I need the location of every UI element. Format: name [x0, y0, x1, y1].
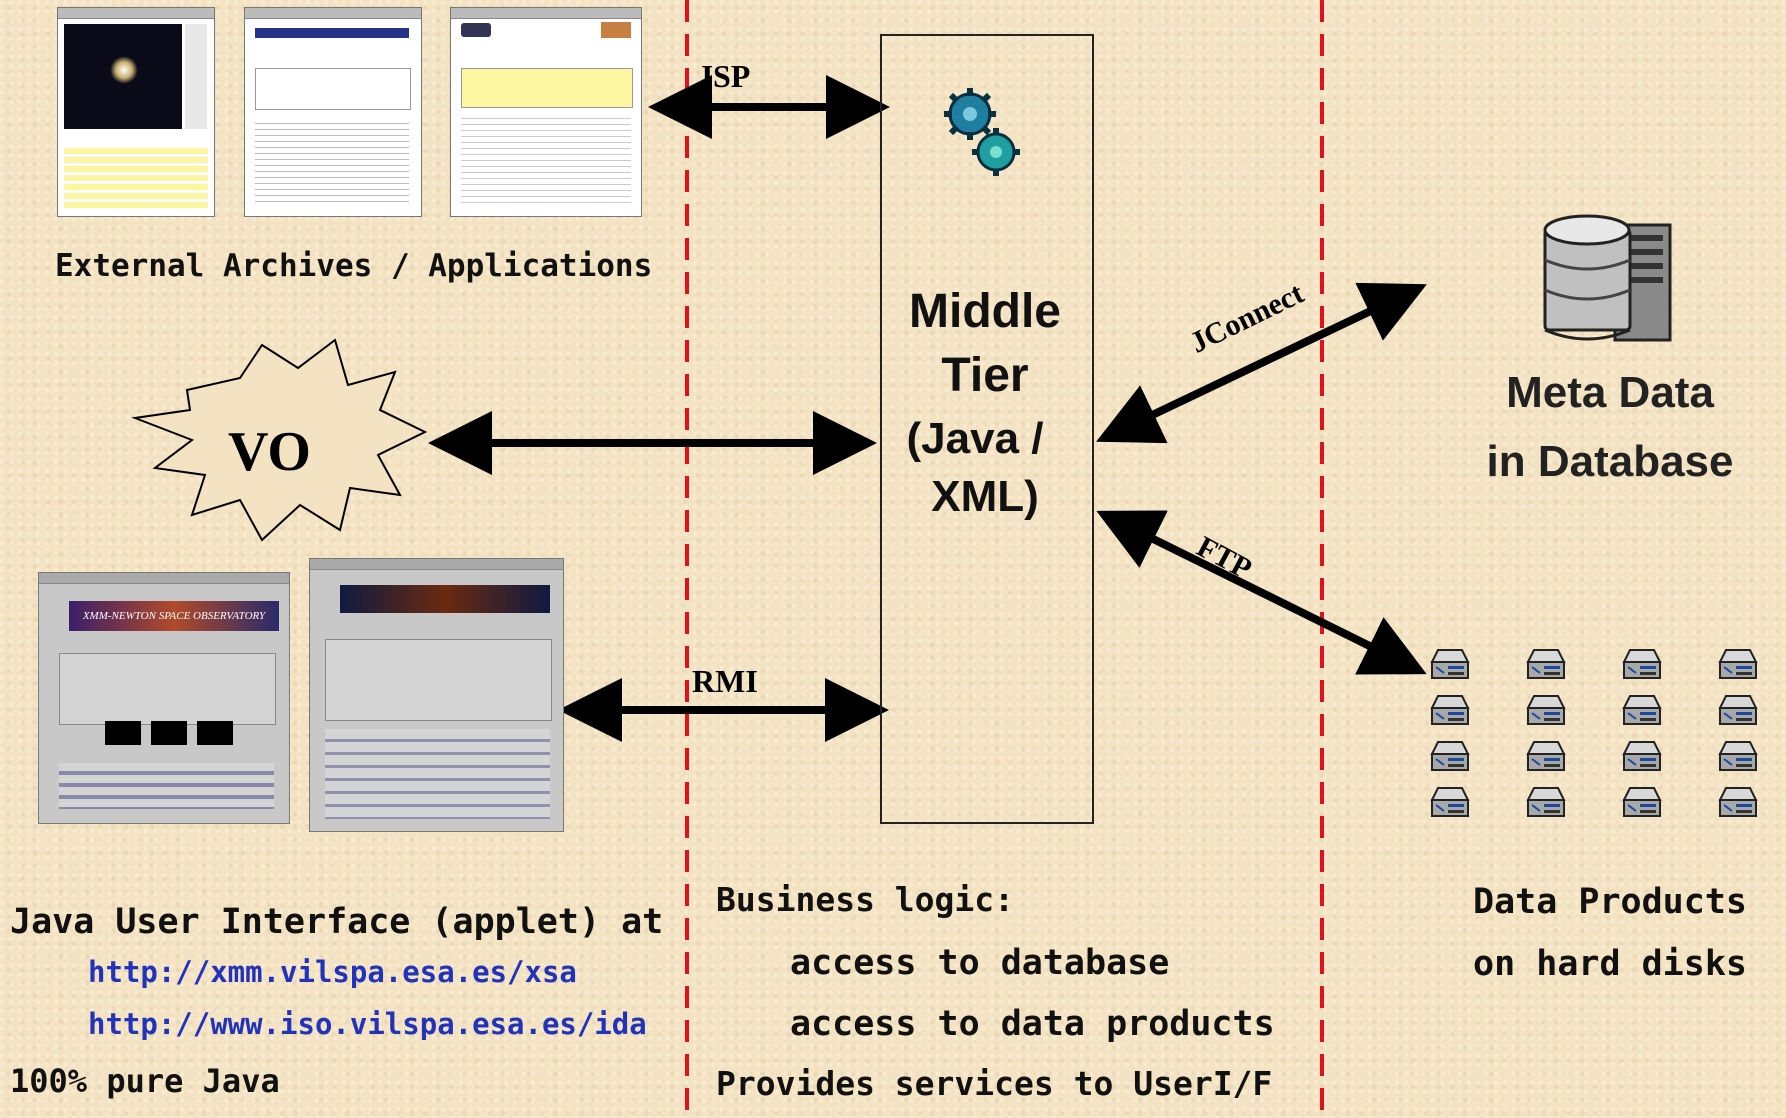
- middle-tier-box: [880, 34, 1094, 824]
- vo-label: VO: [228, 421, 311, 483]
- archive-screenshot-1: [57, 7, 215, 217]
- pure-java-note: 100% pure Java: [10, 1062, 280, 1100]
- external-archives-label: External Archives / Applications: [55, 248, 653, 284]
- hard-disks-grid: [1431, 649, 1757, 817]
- middle-tier-line-1: Middle: [909, 285, 1061, 338]
- jsp-label: JSP: [697, 58, 751, 94]
- archive-screenshot-3: [450, 7, 642, 217]
- business-logic-title: Business logic:: [716, 880, 1015, 919]
- java-ui-title: Java User Interface (applet) at: [10, 902, 664, 942]
- gears-icon: [944, 88, 1020, 176]
- meta-data-label-2: in Database: [1486, 437, 1734, 486]
- xmm-url-link[interactable]: http://xmm.vilspa.esa.es/xsa: [88, 955, 577, 989]
- archive-screenshot-2: [244, 7, 422, 217]
- meta-data-label-1: Meta Data: [1506, 368, 1714, 417]
- iso-url-link[interactable]: http://www.iso.vilspa.esa.es/ida: [88, 1007, 647, 1041]
- business-item-products: access to data products: [790, 1004, 1275, 1044]
- middle-tier-line-4: XML): [931, 472, 1039, 521]
- applet-banner: XMM-NEWTON SPACE OBSERVATORY: [69, 601, 279, 631]
- applet-screenshot-iso: [309, 558, 564, 832]
- vo-starburst: [131, 338, 428, 542]
- data-products-label-2: on hard disks: [1473, 944, 1747, 984]
- business-services: Provides services to UserI/F: [716, 1064, 1273, 1103]
- middle-tier-line-2: Tier: [941, 349, 1029, 402]
- middle-tier-line-3: (Java /: [906, 414, 1044, 463]
- data-products-label-1: Data Products: [1473, 882, 1747, 922]
- business-item-database: access to database: [790, 943, 1170, 983]
- ftp-arrow: [1096, 510, 1427, 675]
- rmi-label: RMI: [692, 663, 758, 699]
- applet-screenshot-xmm: XMM-NEWTON SPACE OBSERVATORY: [38, 572, 290, 824]
- jconnect-arrow: [1096, 282, 1427, 444]
- database-icon: [1543, 214, 1672, 342]
